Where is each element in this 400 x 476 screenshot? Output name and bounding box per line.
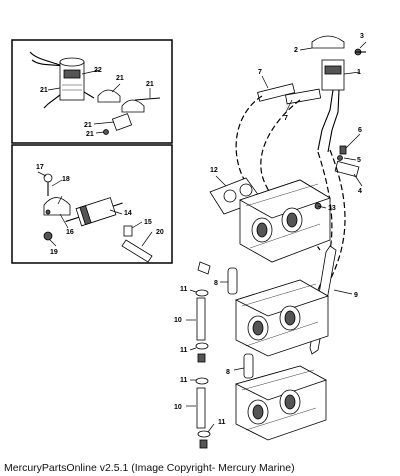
callout-8-lower: 8 (226, 369, 230, 376)
callout-21-a: 21 (40, 87, 48, 94)
callout-1: 1 (357, 69, 361, 76)
callout-11-a: 11 (180, 286, 188, 293)
callout-15: 15 (144, 219, 152, 226)
fuel-line-upper (186, 289, 209, 363)
image-caption: MercuryPartsOnline v2.5.1 (Image Copyrig… (4, 462, 295, 474)
callout-14: 14 (124, 210, 132, 217)
callout-16: 16 (66, 229, 74, 236)
carburetor-top (197, 179, 331, 295)
callout-4: 4 (358, 188, 362, 195)
callout-12: 12 (210, 167, 218, 174)
callout-11-d: 11 (218, 419, 226, 426)
callout-19: 19 (50, 249, 58, 256)
callout-21-e: 21 (86, 131, 94, 138)
callout-5: 5 (357, 157, 361, 164)
carburetor-bottom (234, 365, 327, 441)
callout-2: 2 (294, 47, 298, 54)
callout-7-lower: 7 (284, 115, 288, 122)
callout-21-b: 21 (116, 75, 124, 82)
fuel-pump-body (321, 59, 345, 91)
fuel-line-lower (186, 377, 215, 449)
callout-13: 13 (328, 205, 336, 212)
callout-labels: 1 2 3 4 5 6 7 7 8 8 9 10 10 11 11 11 11 … (36, 33, 364, 426)
callout-11-c: 11 (180, 377, 188, 384)
callout-3: 3 (360, 33, 364, 40)
inset-inline-filter (11, 144, 173, 264)
callout-6: 6 (358, 127, 362, 134)
inset-frame-bottom (11, 144, 173, 264)
callout-20: 20 (156, 229, 164, 236)
callout-22: 22 (94, 67, 102, 74)
callout-18: 18 (62, 176, 70, 183)
callout-17: 17 (36, 164, 44, 171)
callout-9: 9 (354, 292, 358, 299)
carburetor-middle (233, 279, 329, 379)
callout-10-upper: 10 (174, 317, 182, 324)
fuel-pump-assembly (257, 35, 367, 187)
inset-frame-top (11, 39, 173, 144)
callout-10-lower: 10 (174, 404, 182, 411)
callout-7-upper: 7 (258, 69, 262, 76)
inset-electric-pump (11, 39, 173, 144)
callout-21-c: 21 (146, 81, 154, 88)
callout-8-upper: 8 (214, 280, 218, 287)
callout-21-d: 21 (84, 122, 92, 129)
callout-11-b: 11 (180, 347, 188, 354)
electric-pump-body (59, 61, 85, 101)
